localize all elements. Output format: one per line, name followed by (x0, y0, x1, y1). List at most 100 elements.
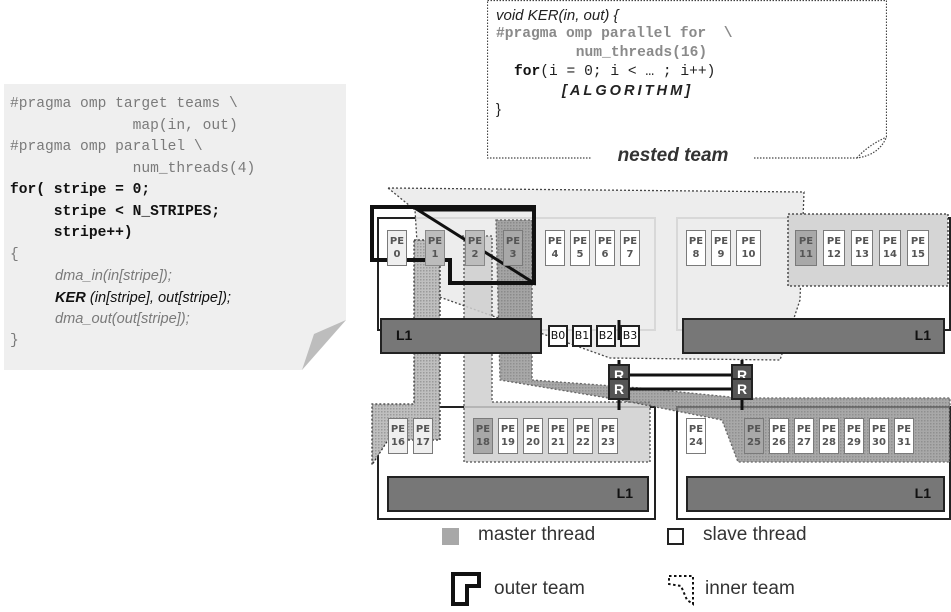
pe-label: PE (600, 424, 616, 435)
code-line: (i = 0; i < … ; i++) (540, 64, 716, 80)
pe-label: PE (746, 424, 762, 435)
pe-label: PE (896, 424, 912, 435)
code-line: dma_out(out[stripe]); (55, 311, 190, 327)
pe-label: PE (741, 236, 756, 247)
pe-number: 21 (551, 437, 565, 448)
pe-number: 13 (855, 249, 869, 260)
pe-number: 16 (391, 437, 405, 448)
pe-number: 22 (576, 437, 590, 448)
code-line: } (10, 332, 19, 349)
inner-team-path (371, 239, 441, 468)
l1-memory: L1 (686, 476, 945, 512)
code-line: #pragma omp parallel \ (10, 139, 203, 155)
left-code-note (4, 84, 346, 370)
pe-label: PE (597, 236, 613, 247)
inner-team-swatch (668, 575, 694, 606)
code-line: num_threads(16) (532, 45, 708, 61)
l1-label: L1 (914, 485, 931, 501)
inner-team-path (455, 235, 651, 463)
code-line: (in[stripe], out[stripe]); (85, 289, 231, 306)
pe-label: PE (572, 236, 588, 247)
pe-label: PE (871, 424, 887, 435)
l1-label: L1 (396, 327, 413, 343)
pe-number: 30 (872, 437, 886, 448)
pe-number: 9 (717, 249, 725, 260)
pe-label: PE (854, 236, 870, 247)
pe-label: PE (821, 424, 837, 435)
pe-label: PE (525, 424, 541, 435)
pe-label: PE (882, 236, 898, 247)
pe-label: PE (798, 236, 814, 247)
memory-bank: B1 (572, 325, 592, 347)
legend-master-label: master thread (478, 524, 596, 545)
pe-number: 29 (847, 437, 861, 448)
pe-number: 14 (883, 249, 897, 260)
pe-number: 23 (601, 437, 615, 448)
pe-tile: PE 5 (570, 230, 590, 266)
pe-label: PE (688, 236, 704, 247)
pe-number: 2 (471, 249, 479, 260)
pe-tile: PE 2 (465, 230, 485, 266)
pe-label: PE (427, 236, 443, 247)
pe-number: 20 (526, 437, 540, 448)
pe-tile: PE 20 (523, 418, 543, 454)
master-thread-swatch (442, 528, 459, 545)
code-line: stripe < N_STRIPES; (10, 203, 221, 220)
slave-thread-swatch (667, 528, 684, 545)
pe-number: 0 (393, 249, 401, 260)
pe-tile: PE 30 (869, 418, 889, 454)
pe-label: PE (826, 236, 842, 247)
pe-label: PE (475, 424, 491, 435)
left-code-block: #pragma omp target teams \ map(in, out) … (10, 94, 255, 352)
router: R (608, 378, 630, 400)
memory-bank: B2 (596, 325, 616, 347)
outer-team-swatch (451, 572, 481, 606)
code-line: stripe++) (10, 225, 133, 241)
pe-number: 15 (911, 249, 925, 260)
pe-label: PE (688, 424, 704, 435)
pe-label: PE (467, 236, 483, 247)
l1-label: L1 (914, 327, 931, 343)
pe-tile: PE 14 (879, 230, 901, 266)
pe-number: 25 (747, 437, 761, 448)
router: R (731, 378, 753, 400)
pe-label: PE (575, 424, 591, 435)
code-line: { (10, 246, 19, 263)
pe-number: 11 (799, 249, 813, 260)
code-line: } (496, 102, 501, 118)
code-line: map(in, out) (10, 117, 238, 134)
code-line: for( stripe = 0; (10, 182, 151, 198)
memory-bank: B0 (548, 325, 568, 347)
code-keyword: for (514, 64, 541, 80)
pe-tile: PE 8 (686, 230, 706, 266)
pe-tile: PE 22 (573, 418, 593, 454)
pe-number: 27 (797, 437, 811, 448)
pe-tile: PE 11 (795, 230, 817, 266)
pe-number: 8 (692, 249, 700, 260)
pe-number: 19 (501, 437, 515, 448)
memory-bank: B3 (620, 325, 640, 347)
pe-number: 26 (772, 437, 786, 448)
l1-memory: L1 (387, 476, 649, 512)
nested-team-label: nested team (592, 145, 754, 167)
code-kernel-name: KER (55, 289, 86, 306)
pe-number: 5 (576, 249, 584, 260)
code-line: void KER(in, out) { (496, 7, 619, 24)
pe-tile: PE 25 (744, 418, 764, 454)
pe-number: 10 (741, 249, 756, 260)
